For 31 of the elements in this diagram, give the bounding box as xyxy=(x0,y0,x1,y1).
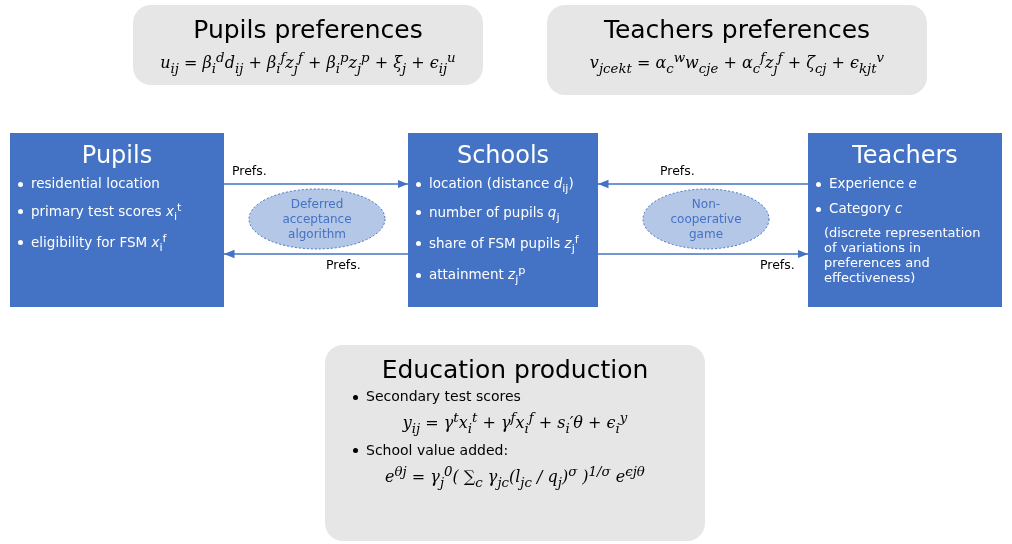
box-title: Schools xyxy=(456,141,550,169)
bullet-text: Secondary test scores xyxy=(366,388,521,404)
formula: e$^{θj}$ = γ$_{j}$$^{0}$( ∑$_{c}$ γ$_{jc}$(l$_{jc}$ / q$_{j}$)$^{σ}$ )$^{1/σ}$ e$^{ϵjθ}$ xyxy=(385,463,645,490)
bullet-text: Experience e xyxy=(829,175,917,191)
arrow xyxy=(223,249,409,259)
note-text: (discrete representation of variations in preferences and effectiveness) xyxy=(824,225,982,285)
entity-box xyxy=(10,133,224,307)
edge-label: Prefs. xyxy=(230,163,269,178)
box-title: Teachers xyxy=(852,141,958,169)
box-title: Pupils preferences xyxy=(193,15,423,44)
edge-label: Prefs. xyxy=(758,257,797,272)
entity-box xyxy=(808,133,1002,307)
bullet-text: Category c xyxy=(829,200,903,216)
bullet-text: School value added: xyxy=(366,441,509,458)
arrow xyxy=(223,179,409,189)
info-panel xyxy=(325,345,705,541)
box-title: Teachers preferences xyxy=(603,15,871,44)
arrow xyxy=(597,179,809,189)
box-title: Education production xyxy=(381,355,649,384)
edge-label: Prefs. xyxy=(324,257,363,272)
info-panel xyxy=(133,5,483,85)
arrow xyxy=(597,249,809,259)
ellipse-label: Non-cooperative game xyxy=(669,196,743,242)
process-ellipse xyxy=(642,188,770,250)
process-ellipse xyxy=(248,188,386,250)
entity-box xyxy=(408,133,598,307)
box-title: Pupils xyxy=(81,141,153,169)
ellipse-label: Deferred acceptance algorithm xyxy=(281,196,353,242)
info-panel xyxy=(547,5,927,95)
bullet-text: residential location xyxy=(31,175,160,191)
edge-label: Prefs. xyxy=(658,163,697,178)
